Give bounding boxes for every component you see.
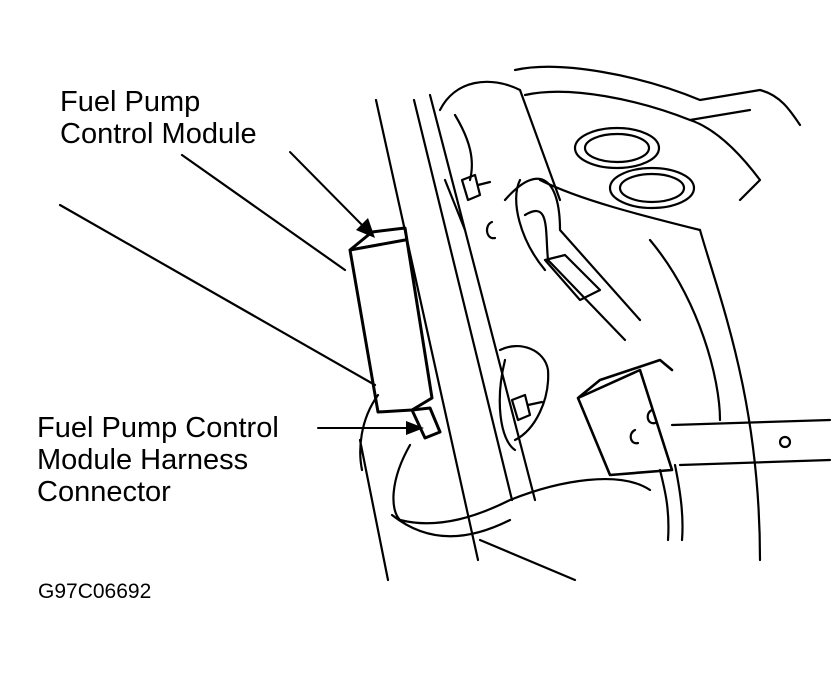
- module-arrowhead: [356, 218, 375, 238]
- wire-harness: [503, 177, 642, 342]
- right-frame: [648, 228, 762, 562]
- connector-label-line3: Connector: [37, 476, 171, 508]
- lower-post: [358, 393, 390, 582]
- module-label-line2: Control Module: [60, 118, 257, 150]
- module-label-line1: Fuel Pump: [60, 86, 201, 118]
- module-leader-arrow: [289, 151, 366, 229]
- connector-block: [410, 406, 442, 440]
- connector-arrowhead: [406, 421, 424, 435]
- grommet-2-inner: [618, 172, 686, 204]
- grommet-2: [608, 166, 696, 210]
- grommet-1: [573, 126, 661, 170]
- panel-edge-line-2: [180, 153, 347, 272]
- lower-wiring: [390, 443, 652, 582]
- bar-hole: [778, 435, 792, 449]
- pillar: [374, 93, 537, 562]
- panel-edge-line: [58, 203, 377, 387]
- grommet-1-inner: [583, 132, 651, 164]
- clip-c-upper: [485, 220, 497, 240]
- control-module: [348, 226, 434, 414]
- bracket-plate: [438, 80, 562, 452]
- connector-label-line2: Module Harness: [37, 444, 249, 476]
- wires-down: [658, 463, 684, 542]
- figure-code: G97C06692: [38, 580, 152, 603]
- stud-upper: [460, 173, 492, 202]
- module-label: Fuel Pump Control Module: [60, 86, 257, 150]
- stud-lower: [510, 393, 544, 422]
- connector-label: Fuel Pump Control Module Harness Connect…: [37, 412, 279, 508]
- connector-label-line1: Fuel Pump Control: [37, 412, 279, 444]
- harness-connector: [576, 358, 674, 477]
- upper-arm: [513, 65, 802, 272]
- clip-c-lower: [629, 408, 657, 445]
